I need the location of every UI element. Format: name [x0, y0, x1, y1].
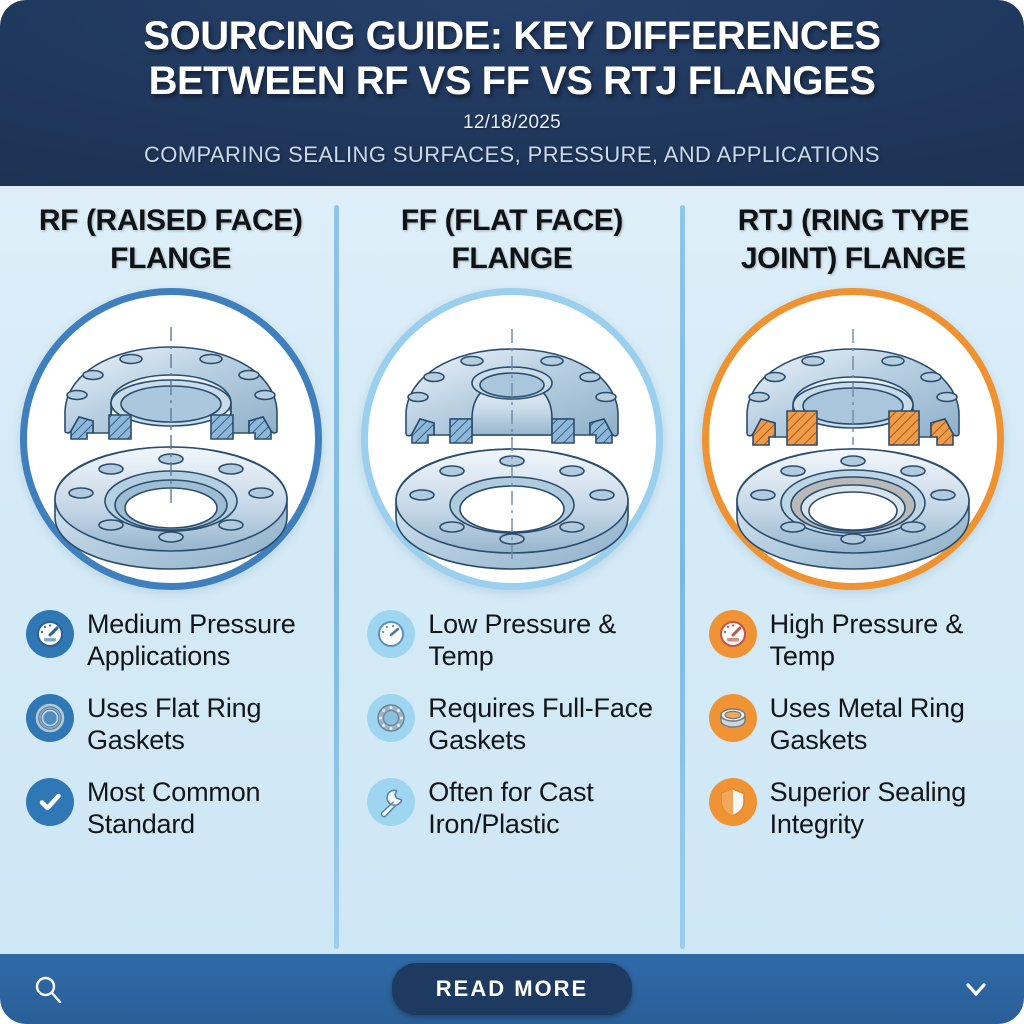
header-subtitle: COMPARING SEALING SURFACES, PRESSURE, AN… — [144, 142, 880, 167]
pressure-gauge-icon — [708, 610, 757, 658]
list-item-label: High Pressure & Temp — [769, 609, 964, 671]
read-more-button[interactable]: READ MORE — [391, 963, 633, 1015]
ff-flange-drawing — [395, 329, 629, 570]
illustration-ff-flange — [360, 288, 663, 590]
rtj-flange-drawing — [736, 329, 971, 570]
column-rtj: RTJ (RING TYPE JOINT) FLANGE — [683, 186, 1024, 954]
shield-icon — [708, 778, 757, 826]
list-item-label: Superior Sealing Integrity — [769, 777, 967, 839]
illustration-rf-flange — [19, 288, 322, 590]
list-item-label: Uses Flat Ring Gaskets — [87, 693, 262, 755]
search-icon[interactable] — [28, 969, 68, 1009]
list-item-label: Uses Metal Ring Gaskets — [769, 693, 965, 755]
list-item-label: Medium Pressure Applications — [87, 609, 296, 671]
comparison-columns: RF (RAISED FACE) FLANGE — [0, 186, 1024, 954]
footer-bar: READ MORE — [0, 954, 1024, 1024]
bullet-list-ff: Low Pressure & Temp Requires Full-Face G… — [353, 606, 670, 840]
bullet-list-rtj: High Pressure & Temp Uses Metal Ring Gas… — [695, 606, 1012, 840]
rf-flange-drawing — [53, 327, 288, 570]
column-divider-left — [334, 205, 339, 949]
list-item: Superior Sealing Integrity — [708, 774, 1012, 840]
column-heading-rf: RF (RAISED FACE) FLANGE — [38, 204, 303, 275]
metal-ring-gasket-icon — [708, 694, 757, 742]
header-banner: SOURCING GUIDE: KEY DIFFERENCES BETWEEN … — [0, 0, 1024, 186]
flat-ring-gasket-icon — [26, 694, 74, 742]
list-item: Often for Cast Iron/Plastic — [367, 774, 670, 840]
check-circle-icon — [26, 778, 74, 826]
list-item: Most Common Standard — [26, 774, 329, 840]
bullet-list-rf: Medium Pressure Applications Uses Flat R… — [12, 606, 329, 840]
column-rf: RF (RAISED FACE) FLANGE — [0, 186, 341, 954]
page-title: SOURCING GUIDE: KEY DIFFERENCES BETWEEN … — [143, 14, 881, 103]
full-face-gasket-icon — [367, 694, 416, 742]
pressure-gauge-icon — [367, 610, 416, 658]
wrench-icon — [367, 778, 416, 826]
list-item: Low Pressure & Temp — [367, 606, 670, 672]
list-item-label: Most Common Standard — [87, 777, 261, 839]
column-ff: FF (FLAT FACE) FLANGE — [341, 186, 682, 954]
illustration-rtj-flange — [702, 288, 1005, 590]
list-item-label: Requires Full-Face Gaskets — [428, 693, 653, 755]
list-item: High Pressure & Temp — [708, 606, 1012, 672]
list-item: Uses Flat Ring Gaskets — [26, 690, 329, 756]
column-divider-right — [680, 205, 685, 949]
column-heading-rtj: RTJ (RING TYPE JOINT) FLANGE — [737, 204, 969, 275]
chevron-down-icon[interactable] — [956, 969, 996, 1009]
list-item-label: Often for Cast Iron/Plastic — [428, 777, 594, 839]
list-item: Uses Metal Ring Gaskets — [708, 690, 1012, 756]
list-item: Requires Full-Face Gaskets — [367, 690, 670, 756]
list-item: Medium Pressure Applications — [26, 606, 329, 672]
header-date: 12/18/2025 — [462, 112, 562, 133]
list-item-label: Low Pressure & Temp — [428, 609, 617, 671]
pressure-gauge-icon — [26, 610, 74, 658]
column-heading-ff: FF (FLAT FACE) FLANGE — [400, 204, 624, 275]
